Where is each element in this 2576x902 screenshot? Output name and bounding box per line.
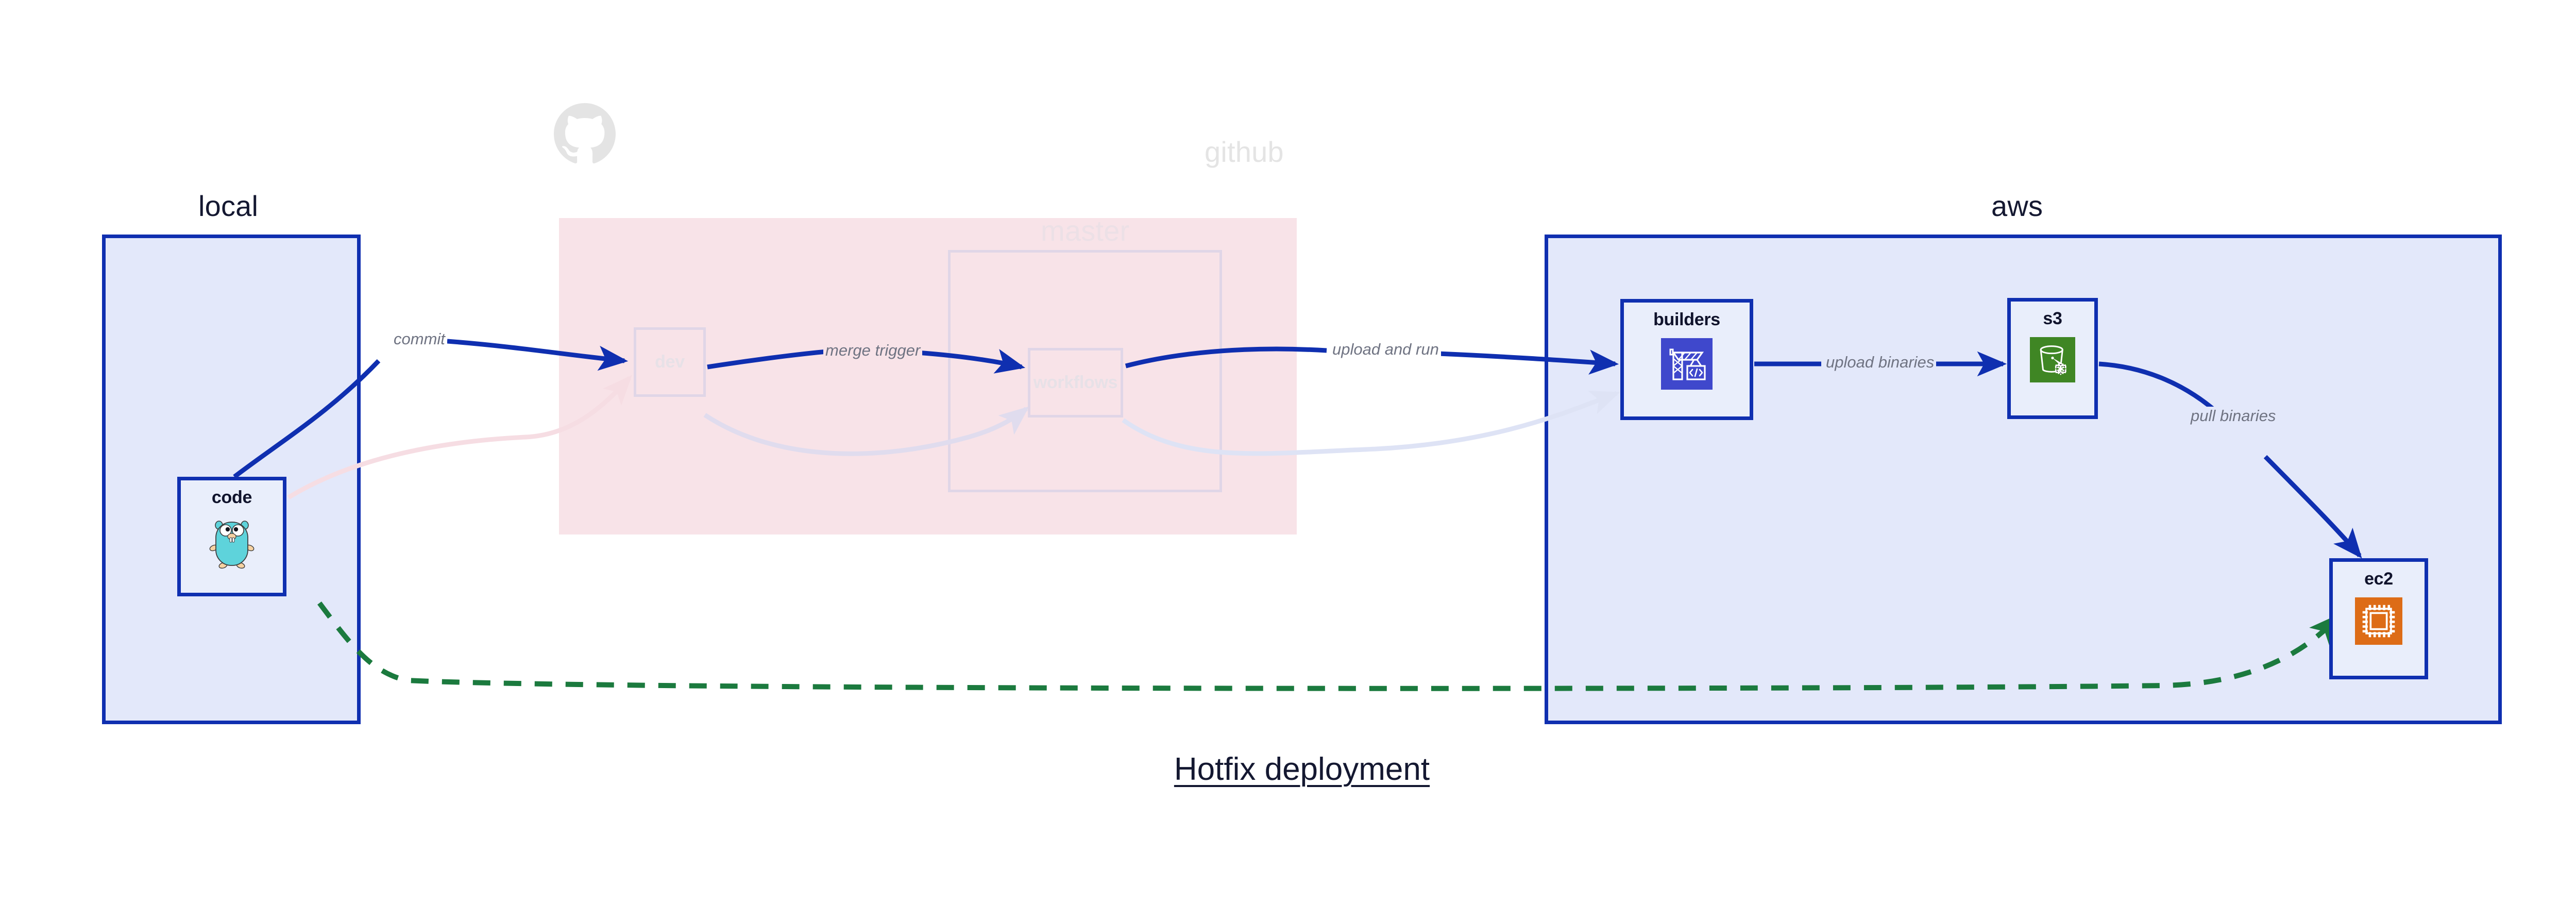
- edge-label-merge-trigger: merge trigger: [823, 341, 923, 360]
- cluster-title-github: github: [1205, 136, 1284, 168]
- cluster-master: [948, 250, 1222, 492]
- cluster-github: [559, 218, 1297, 534]
- cluster-title-master: master: [1041, 214, 1130, 247]
- node-code[interactable]: code: [177, 477, 286, 596]
- node-label-ec2: ec2: [2364, 569, 2393, 589]
- aws-s3-glacier-icon: [2030, 337, 2075, 382]
- node-label-code: code: [211, 488, 252, 507]
- aws-ec2-icon: [2355, 597, 2402, 645]
- node-s3[interactable]: s3: [2007, 298, 2098, 419]
- edge-label-pull-binaries: pull binaries: [2189, 407, 2278, 425]
- node-label-dev: dev: [655, 352, 685, 372]
- page-title: Hotfix deployment: [1174, 751, 1430, 787]
- node-ec2[interactable]: ec2: [2329, 558, 2428, 679]
- edge-label-commit: commit: [392, 330, 447, 348]
- node-builders[interactable]: builders: [1620, 299, 1753, 420]
- node-workflows[interactable]: workflows: [1028, 348, 1123, 417]
- node-label-builders: builders: [1653, 310, 1720, 329]
- node-label-s3: s3: [2043, 309, 2062, 328]
- edge-label-upload-and-run: upload and run: [1330, 340, 1441, 359]
- node-label-workflows: workflows: [1033, 373, 1118, 392]
- cluster-title-aws: aws: [1991, 190, 2043, 222]
- go-gopher-icon: [207, 516, 257, 574]
- edge-label-upload-binaries: upload binaries: [1824, 353, 1937, 372]
- aws-codebuild-icon: [1661, 338, 1713, 390]
- node-dev[interactable]: dev: [634, 327, 706, 397]
- github-octocat-icon: [554, 103, 616, 165]
- cluster-title-local: local: [198, 190, 259, 222]
